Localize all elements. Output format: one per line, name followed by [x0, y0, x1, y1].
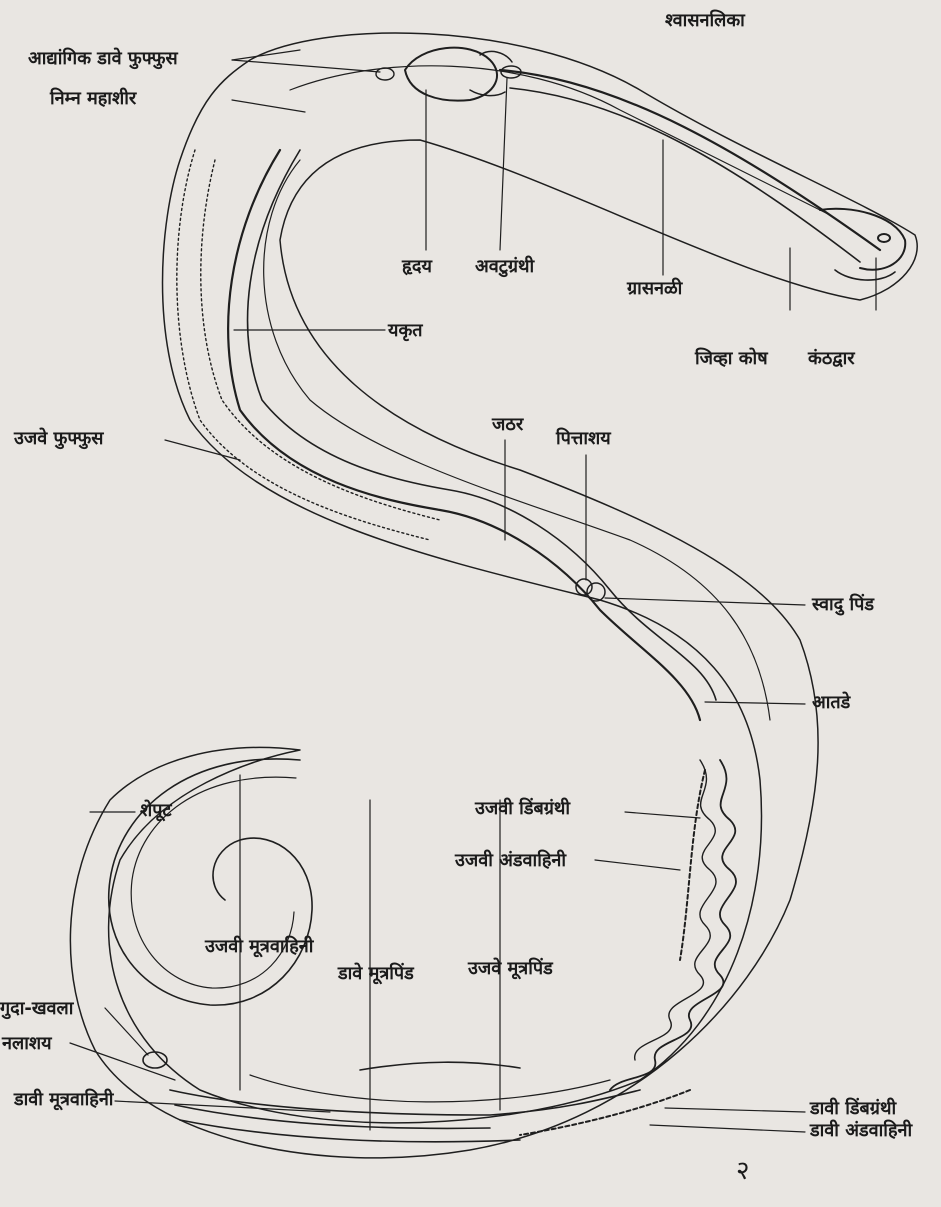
body-outline — [70, 33, 917, 1158]
label-oesophagus: ग्रासनळी — [627, 280, 682, 298]
label-trachea: श्वासनलिका — [665, 12, 745, 30]
rudimentary-lung-shape — [376, 68, 394, 80]
body-inner-outline — [250, 66, 830, 1102]
label-right-oviduct: उजवी अंडवाहिनी — [455, 852, 566, 870]
heart-shape — [405, 48, 497, 101]
label-right-ovary: उजवी डिंबग्रंथी — [475, 800, 570, 818]
label-liver: यकृत — [388, 322, 423, 340]
label-thyroid: अवटुग्रंथी — [475, 258, 534, 276]
label-right-ureter: उजवी मूत्रवाहिनी — [205, 938, 313, 956]
label-gall-bladder: पित्ताशय — [556, 430, 611, 448]
tail-spiral — [109, 759, 312, 1005]
label-left-ureter: डावी मूत्रवाहिनी — [14, 1091, 113, 1109]
eye — [878, 234, 890, 242]
label-intestine: आतडे — [812, 694, 850, 712]
gut-tube-inner — [248, 88, 860, 700]
label-posterior-vena-cava: निम्न महाशीर — [50, 90, 136, 108]
label-heart: हृदय — [402, 258, 432, 276]
label-pancreas: स्वादु पिंड — [812, 596, 874, 614]
right-lung-sac — [177, 150, 440, 540]
anal-scale-shape — [143, 1052, 167, 1068]
label-right-lung: उजवे फुफ्फुस — [14, 430, 103, 448]
label-left-kidney: डावे मूत्रपिंड — [338, 965, 414, 983]
intestine-coils-inner — [635, 760, 716, 1060]
page-number: २ — [736, 1158, 750, 1184]
jaw — [835, 270, 895, 280]
gut-tube-outer — [228, 70, 880, 720]
label-right-kidney: उजवे मूत्रपिंड — [468, 960, 553, 978]
label-left-ovary: डावी डिंबग्रंथी — [810, 1100, 896, 1118]
label-glottis: कंठद्वार — [808, 350, 855, 368]
label-left-oviduct: डावी अंडवाहिनी — [810, 1122, 912, 1140]
label-stomach: जठर — [492, 416, 523, 434]
left-oviduct-shape — [520, 1090, 690, 1135]
label-anal-scale: गुदा-खवला — [0, 1000, 73, 1018]
intestine-coils — [610, 760, 736, 1090]
label-tongue-sheath: जिव्हा कोष — [695, 350, 768, 368]
label-rudimentary-left-lung: आद्यांगिक डावे फुफ्फुस — [28, 50, 178, 68]
label-cloaca: नलाशय — [2, 1035, 52, 1053]
label-tail: शेपूट — [140, 802, 172, 820]
